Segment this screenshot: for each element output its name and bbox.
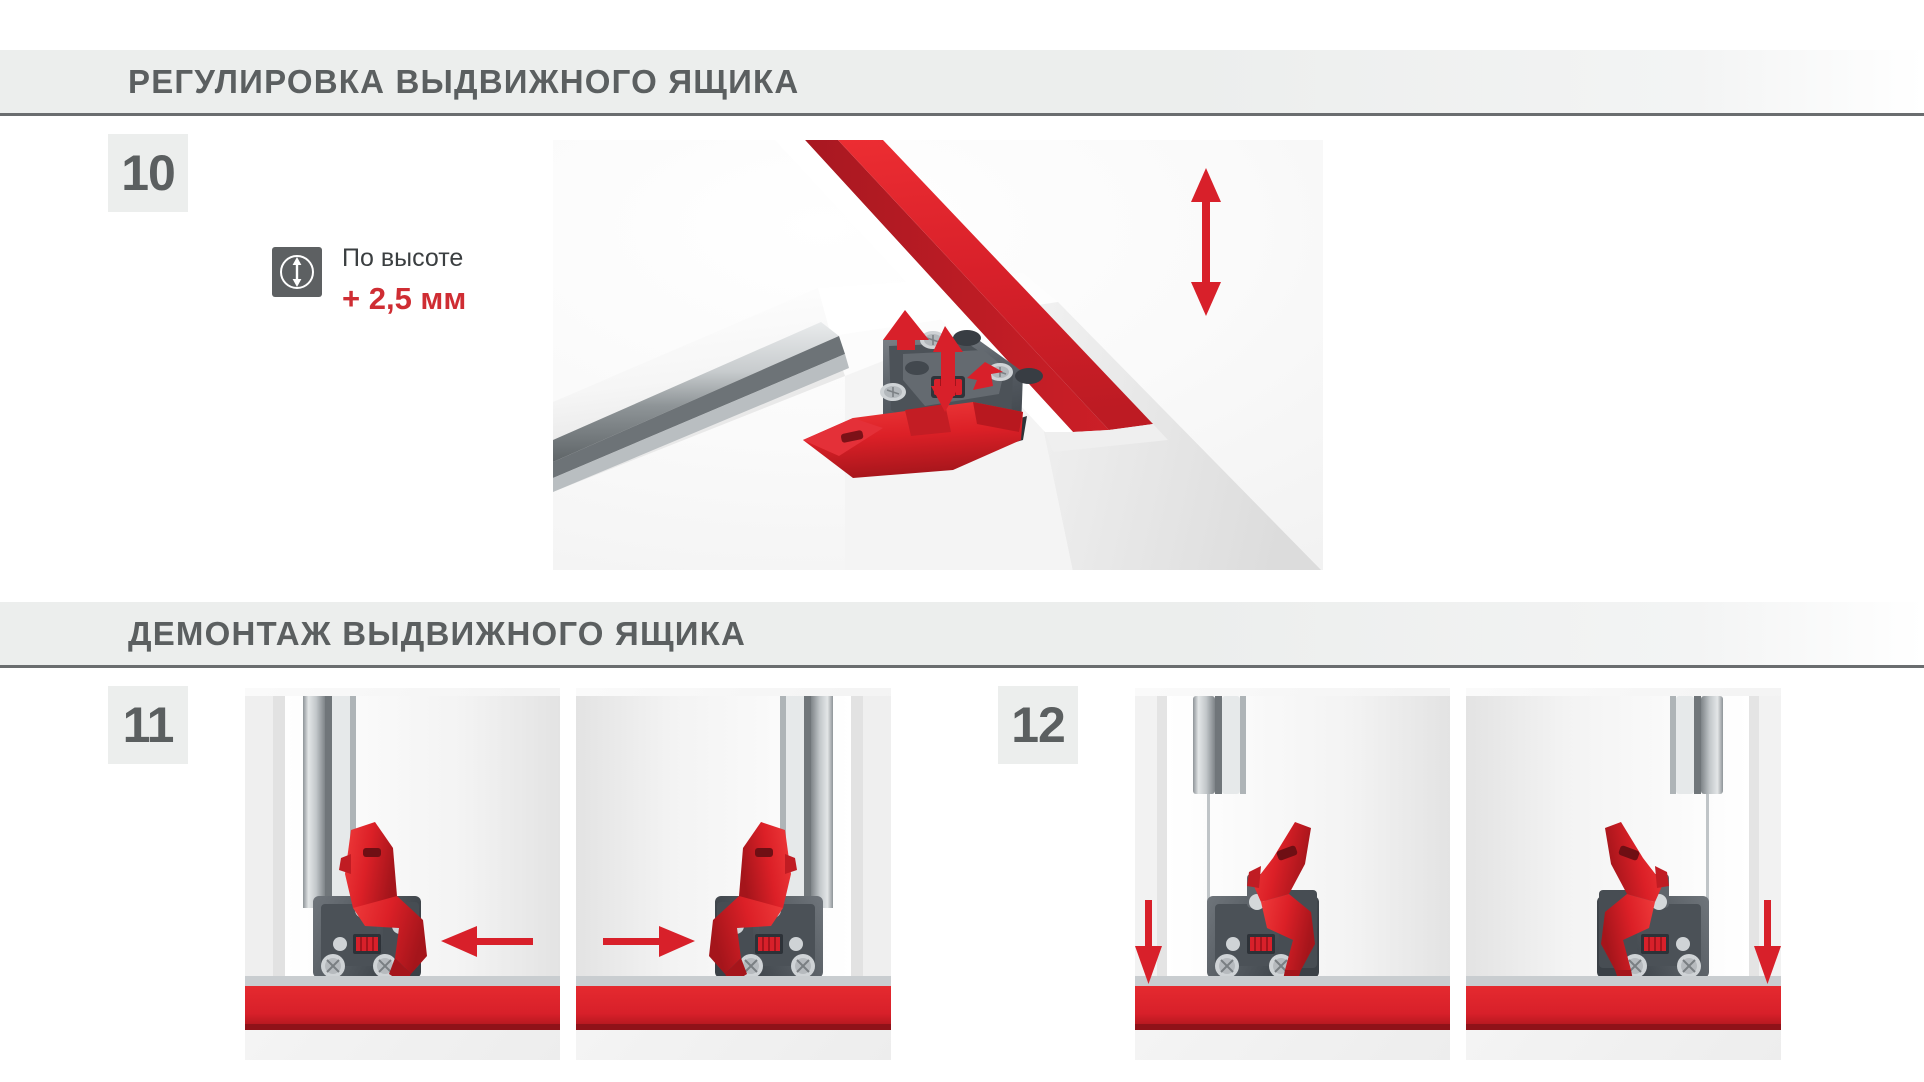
- latch-release-arrow-left: [441, 926, 533, 957]
- callout-label: По высоте: [342, 244, 464, 272]
- red-release-lever: [803, 402, 1023, 478]
- latch-release-arrow-right: [603, 926, 695, 957]
- step-number-11: 11: [122, 697, 175, 753]
- frame-divider-1: [560, 688, 576, 1060]
- section-header-adjustment: РЕГУЛИРОВКА ВЫДВИЖНОГО ЯЩИКА: [0, 50, 1924, 116]
- drawer-corner-render: [553, 140, 1322, 570]
- drawer-lift-arrow-left: [1135, 900, 1162, 984]
- step-number-10: 10: [121, 145, 176, 201]
- step-number-12: 12: [1011, 697, 1066, 753]
- red-release-latch-tilted: [1601, 822, 1669, 982]
- step-11-frame-left: [245, 688, 560, 1060]
- step-badge-12: 12: [998, 686, 1078, 764]
- red-release-latch: [709, 822, 797, 984]
- section-title-removal: ДЕМОНТАЖ ВЫДВИЖНОГО ЯЩИКА: [128, 614, 747, 652]
- step-12-frame-right: [1466, 688, 1781, 1060]
- step-badge-11: 11: [108, 686, 188, 764]
- height-adjustment-callout: По высоте + 2,5 мм: [272, 243, 466, 319]
- vertical-double-arrow-icon: [272, 247, 322, 297]
- step-10-illustration: [553, 140, 1323, 570]
- mechanism-press-arrow: [931, 326, 963, 412]
- section-header-removal: ДЕМОНТАЖ ВЫДВИЖНОГО ЯЩИКА: [0, 602, 1924, 668]
- red-release-latch-tilted: [1247, 822, 1315, 982]
- step-12-frame-left: [1135, 688, 1450, 1060]
- height-adjust-double-arrow: [1186, 168, 1226, 321]
- section-title-adjustment: РЕГУЛИРОВКА ВЫДВИЖНОГО ЯЩИКА: [128, 62, 800, 100]
- frame-divider-2: [1450, 688, 1466, 1060]
- mechanism-spread-arrow: [967, 362, 1003, 390]
- step-11-frame-right: [576, 688, 891, 1060]
- callout-value: + 2,5 мм: [342, 281, 467, 316]
- mechanism-lift-arrow: [883, 310, 929, 350]
- step-badge-10: 10: [108, 134, 188, 212]
- drawer-lift-arrow-right: [1754, 900, 1781, 984]
